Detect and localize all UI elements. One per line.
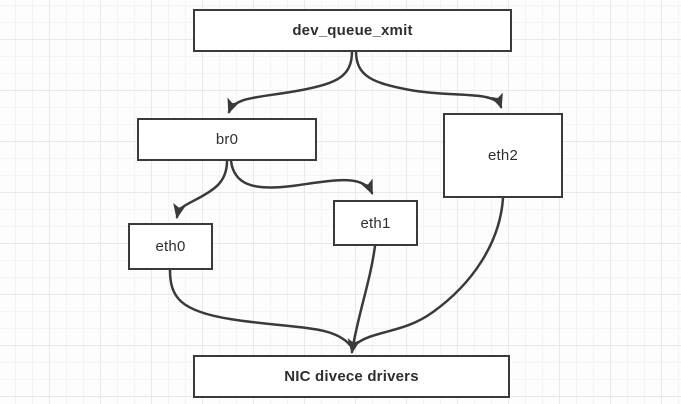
edge-eth1-nic_drivers — [347, 244, 377, 354]
edge-dev_queue_xmit-br0 — [227, 49, 354, 114]
node-eth2-label: eth2 — [488, 147, 518, 164]
node-dev-queue-xmit-label: dev_queue_xmit — [292, 22, 413, 39]
node-eth1: eth1 — [333, 200, 418, 246]
edge-br0-eth0 — [173, 159, 229, 219]
node-br0: br0 — [137, 118, 317, 161]
node-eth0: eth0 — [128, 223, 213, 270]
node-eth0-label: eth0 — [155, 238, 186, 255]
node-nic-device-drivers-label: NIC divece drivers — [284, 368, 419, 385]
node-eth2: eth2 — [443, 113, 563, 198]
node-nic-device-drivers: NIC divece drivers — [193, 355, 510, 398]
edge-dev_queue_xmit-eth2 — [354, 49, 503, 109]
node-dev-queue-xmit: dev_queue_xmit — [193, 9, 512, 52]
node-br0-label: br0 — [215, 131, 239, 148]
node-eth1-label: eth1 — [360, 214, 391, 232]
edge-br0-eth1 — [229, 159, 374, 195]
edge-eth0-nic_drivers — [168, 268, 352, 347]
